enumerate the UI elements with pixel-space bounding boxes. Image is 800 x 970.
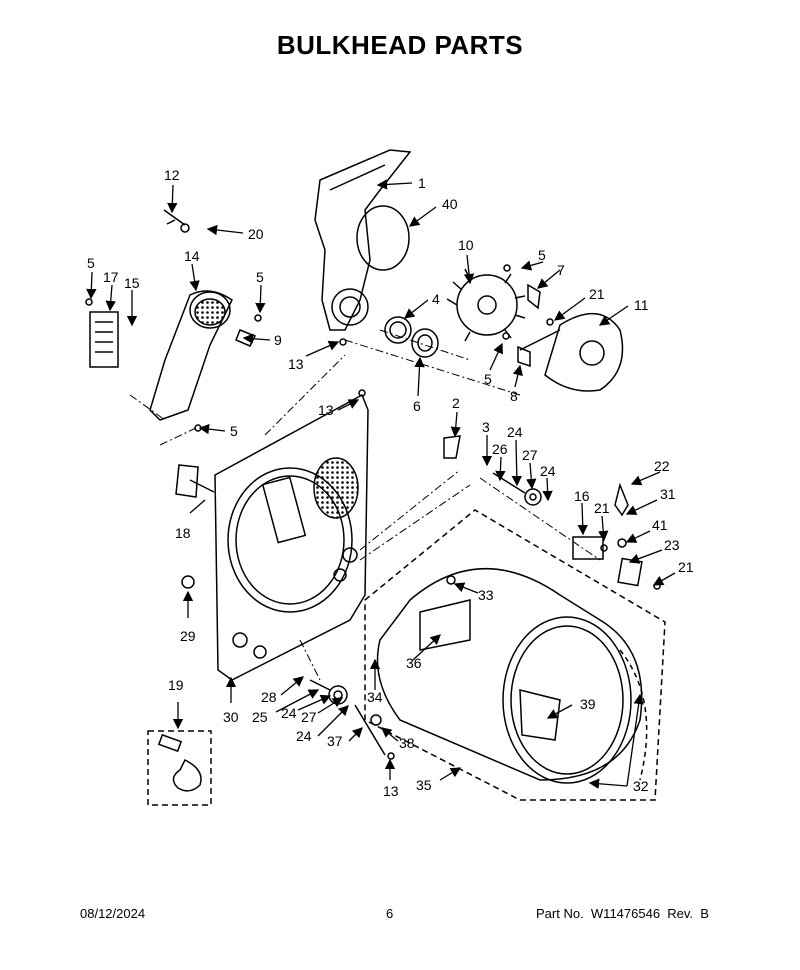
drum bbox=[376, 568, 648, 784]
callout-21a: 21 bbox=[589, 286, 605, 302]
callout-13a: 13 bbox=[288, 356, 304, 372]
callout-2: 2 bbox=[452, 395, 460, 411]
callout-10: 10 bbox=[458, 237, 474, 253]
callout-5a: 5 bbox=[538, 247, 546, 263]
callout-13c: 13 bbox=[383, 783, 399, 799]
callout-6: 6 bbox=[413, 398, 421, 414]
callout-24a: 24 bbox=[507, 424, 523, 440]
callout-36: 36 bbox=[406, 655, 422, 671]
callout-40: 40 bbox=[442, 196, 458, 212]
callout-28: 28 bbox=[261, 689, 277, 705]
lint-duct bbox=[89, 290, 233, 421]
callout-9: 9 bbox=[274, 332, 282, 348]
callout-22: 22 bbox=[654, 458, 670, 474]
callout-31: 31 bbox=[660, 486, 676, 502]
callout-19: 19 bbox=[168, 677, 184, 693]
callout-7: 7 bbox=[557, 262, 565, 278]
callout-5d: 5 bbox=[256, 269, 264, 285]
callout-24c: 24 bbox=[281, 705, 297, 721]
callout-41: 41 bbox=[652, 517, 668, 533]
bulkhead-panel bbox=[214, 393, 369, 681]
callout-33: 33 bbox=[478, 587, 494, 603]
callout-29: 29 bbox=[180, 628, 196, 644]
callout-38: 38 bbox=[399, 735, 415, 751]
callout-39: 39 bbox=[580, 696, 596, 712]
callout-26: 26 bbox=[492, 441, 508, 457]
callout-37: 37 bbox=[327, 733, 343, 749]
callout-5b: 5 bbox=[484, 371, 492, 387]
blower-assembly bbox=[446, 268, 624, 392]
callout-5e: 5 bbox=[230, 423, 238, 439]
callout-30: 30 bbox=[223, 709, 239, 725]
callout-5c: 5 bbox=[87, 255, 95, 271]
callout-35: 35 bbox=[416, 777, 432, 793]
footer-date: 08/12/2024 bbox=[80, 906, 146, 921]
callout-27b: 27 bbox=[301, 709, 317, 725]
alignment-lines bbox=[129, 329, 601, 681]
callout-16: 16 bbox=[574, 488, 590, 504]
seal-rings bbox=[384, 316, 439, 358]
drum-kit-outline bbox=[364, 509, 666, 801]
callout-32: 32 bbox=[633, 778, 649, 794]
callout-21b: 21 bbox=[594, 500, 610, 516]
callout-3: 3 bbox=[482, 419, 490, 435]
callout-34: 34 bbox=[367, 689, 383, 705]
callout-25: 25 bbox=[252, 709, 268, 725]
leader-lines bbox=[86, 179, 676, 789]
callout-21c: 21 bbox=[678, 559, 694, 575]
duct-assembly bbox=[314, 149, 412, 331]
callout-20: 20 bbox=[248, 226, 264, 242]
callout-8: 8 bbox=[510, 388, 518, 404]
callout-27a: 27 bbox=[522, 447, 538, 463]
callout-24b: 24 bbox=[540, 463, 556, 479]
callout-11: 11 bbox=[634, 297, 649, 313]
page-title: BULKHEAD PARTS bbox=[276, 30, 524, 60]
footer-page-number: 6 bbox=[386, 906, 394, 921]
callout-17: 17 bbox=[103, 269, 119, 285]
callout-15: 15 bbox=[124, 275, 140, 291]
footer-part-number: Part No. W11476546 Rev. B bbox=[536, 906, 709, 921]
callout-12: 12 bbox=[164, 167, 180, 183]
harness-kit bbox=[147, 730, 212, 806]
callout-14: 14 bbox=[184, 248, 200, 264]
callout-23: 23 bbox=[664, 537, 680, 553]
callout-1: 1 bbox=[418, 175, 426, 191]
callout-24d: 24 bbox=[296, 728, 312, 744]
callout-13b: 13 bbox=[318, 402, 334, 418]
callout-labels: 1 40 4 6 10 5 7 21 11 5 8 12 20 14 5 17 … bbox=[87, 167, 694, 799]
callout-4: 4 bbox=[432, 291, 440, 307]
callout-18: 18 bbox=[175, 525, 191, 541]
